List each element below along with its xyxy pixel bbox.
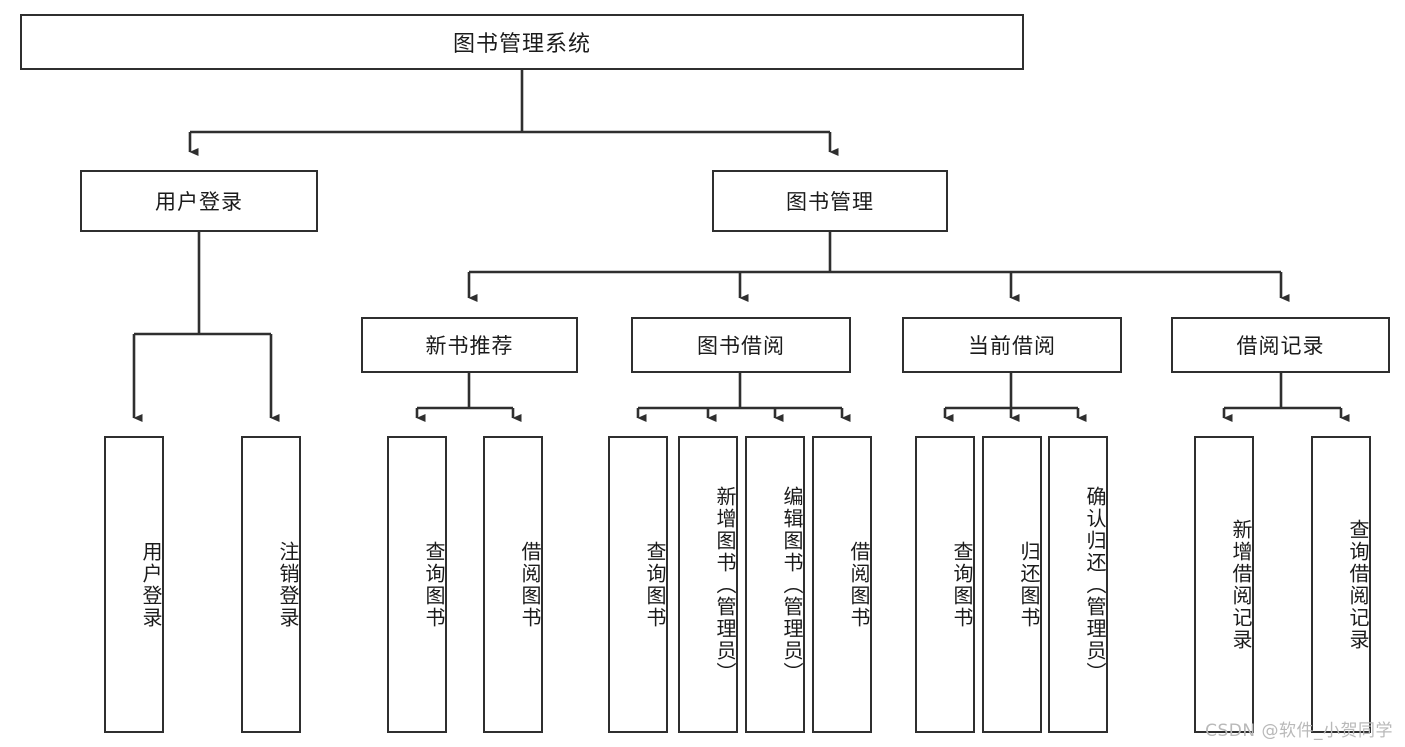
node-borrow-record[interactable]: 借阅记录	[1171, 317, 1390, 373]
node-new-book-recommend[interactable]: 新书推荐	[361, 317, 578, 373]
node-leaf-logout-login[interactable]: 注销登录	[241, 436, 301, 733]
connector-borrowrecord-to-leaves	[1222, 373, 1350, 423]
leaf-label: 借阅图书	[847, 540, 871, 629]
leaf-label: 确认归还（管理员）	[1083, 485, 1107, 684]
connector-bookborrow-to-leaves	[636, 373, 851, 423]
node-leaf-add-book[interactable]: 新增图书（管理员）	[678, 436, 738, 733]
connector-root-to-level2	[188, 70, 839, 157]
node-current-borrow[interactable]: 当前借阅	[902, 317, 1122, 373]
leaf-label: 查询借阅记录	[1346, 518, 1370, 651]
connector-bookmanage-to-level3	[467, 232, 1290, 303]
csdn-watermark: CSDN @软件_小贺同学	[1205, 721, 1393, 741]
node-leaf-confirm-return[interactable]: 确认归还（管理员）	[1048, 436, 1108, 733]
node-leaf-user-login[interactable]: 用户登录	[104, 436, 164, 733]
node-leaf-query-book-2[interactable]: 查询图书	[608, 436, 668, 733]
leaf-label: 借阅图书	[518, 540, 542, 629]
node-leaf-edit-book[interactable]: 编辑图书（管理员）	[745, 436, 805, 733]
node-leaf-borrow-book-1[interactable]: 借阅图书	[483, 436, 543, 733]
leaf-label: 编辑图书（管理员）	[780, 485, 804, 684]
node-book-manage[interactable]: 图书管理	[712, 170, 948, 232]
connector-currentborrow-to-leaves	[943, 373, 1087, 423]
leaf-label: 查询图书	[643, 540, 667, 629]
node-leaf-query-book-1[interactable]: 查询图书	[387, 436, 447, 733]
leaf-label: 查询图书	[422, 540, 446, 629]
leaf-label: 用户登录	[139, 540, 163, 629]
leaf-label: 查询图书	[950, 540, 974, 629]
node-book-borrow[interactable]: 图书借阅	[631, 317, 851, 373]
node-user-login[interactable]: 用户登录	[80, 170, 318, 232]
node-root-system[interactable]: 图书管理系统	[20, 14, 1024, 70]
leaf-label: 新增图书（管理员）	[713, 485, 737, 684]
leaf-label: 新增借阅记录	[1229, 518, 1253, 651]
node-leaf-return-book[interactable]: 归还图书	[982, 436, 1042, 733]
node-leaf-add-record[interactable]: 新增借阅记录	[1194, 436, 1254, 733]
node-leaf-query-record[interactable]: 查询借阅记录	[1311, 436, 1371, 733]
node-leaf-borrow-book-2[interactable]: 借阅图书	[812, 436, 872, 733]
leaf-label: 注销登录	[276, 540, 300, 629]
leaf-label: 归还图书	[1017, 540, 1041, 629]
node-leaf-query-book-3[interactable]: 查询图书	[915, 436, 975, 733]
connector-newbook-to-leaves	[415, 373, 522, 423]
connector-userlogin-to-leaves	[132, 232, 280, 423]
